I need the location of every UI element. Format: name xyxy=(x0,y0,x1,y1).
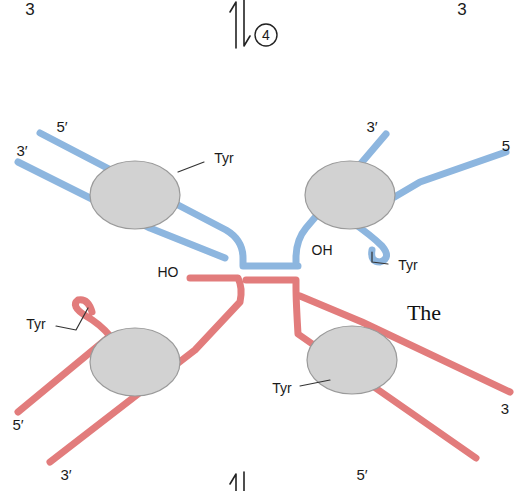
tyr-label: Tyr xyxy=(272,381,291,395)
tyr-label: Tyr xyxy=(214,151,233,165)
step-number: 4 xyxy=(262,28,270,42)
hydroxyl-label: HO xyxy=(158,265,179,279)
end-label: 3 xyxy=(501,401,509,416)
hydroxyl-label: OH xyxy=(312,243,333,257)
end-label: 3 xyxy=(457,1,466,18)
red-dna-strand xyxy=(18,278,510,462)
tyr-label: Tyr xyxy=(398,258,417,272)
step-circle xyxy=(255,24,277,46)
end-label: 5′ xyxy=(56,119,67,134)
end-label: 3′ xyxy=(16,143,27,158)
recombinase-subunit xyxy=(90,161,397,396)
tyr-label: Tyr xyxy=(26,317,45,331)
end-label: 3 xyxy=(25,1,34,18)
tyr-leader-line xyxy=(56,162,388,386)
end-label: 3′ xyxy=(60,467,71,482)
page-text: The xyxy=(407,302,441,324)
end-label: 5′ xyxy=(12,417,23,432)
end-label: 5 xyxy=(502,138,510,153)
end-label: 3′ xyxy=(366,119,377,134)
blue-dna-strand xyxy=(18,133,506,266)
end-label: 5′ xyxy=(356,467,367,482)
